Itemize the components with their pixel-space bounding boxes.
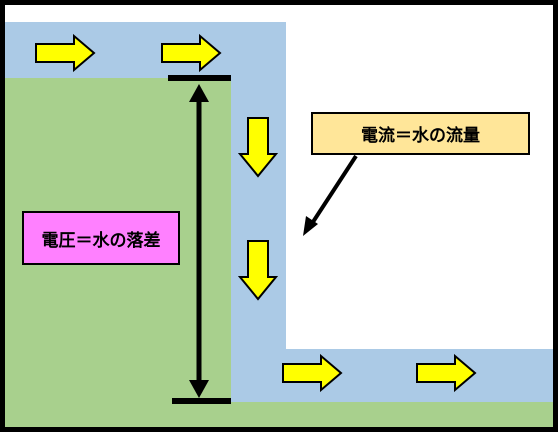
voltage-label: 電圧＝水の落差 (41, 230, 161, 251)
lower-level-bar (172, 398, 231, 404)
height-arrowhead-up (189, 84, 209, 102)
flow-arrow-right (161, 33, 222, 73)
height-arrowhead-down (189, 380, 209, 398)
upper-level-bar (168, 75, 231, 81)
pointer-line (309, 154, 358, 227)
flow-arrow-right (416, 353, 477, 393)
pointer-arrowhead (303, 216, 318, 236)
current-label-box: 電流＝水の流量 (311, 112, 530, 155)
voltage-label-box: 電圧＝水の落差 (22, 211, 180, 265)
current-label: 電流＝水の流量 (361, 126, 480, 146)
ground-bottom (231, 402, 553, 427)
water-channel-vertical (231, 22, 286, 402)
flow-arrow-right (282, 353, 343, 393)
flow-arrows (35, 33, 477, 393)
flow-arrow-down (237, 240, 279, 301)
current-pointer (303, 154, 358, 236)
height-difference-indicator (168, 75, 231, 404)
flow-arrow-down (237, 117, 279, 178)
water-channel-bottom (231, 349, 553, 402)
flow-arrow-right (35, 33, 96, 73)
